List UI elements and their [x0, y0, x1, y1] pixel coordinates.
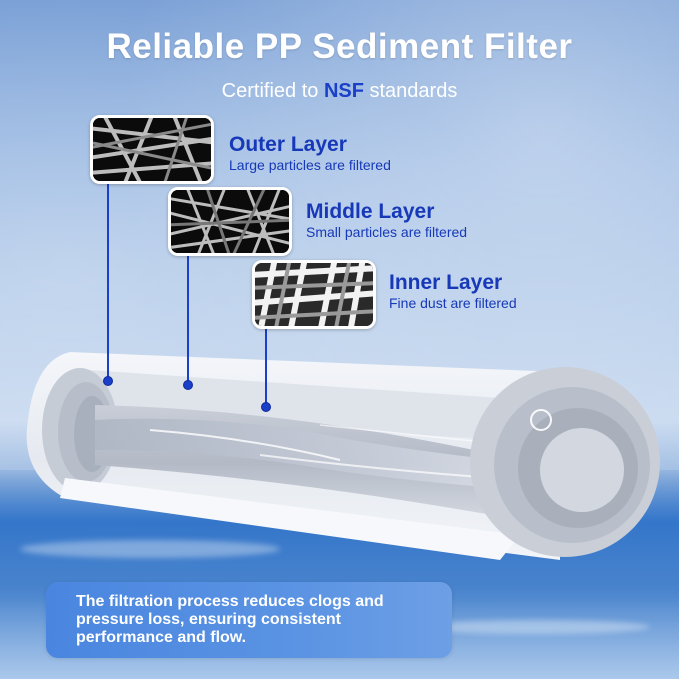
page-subtitle: Certified to NSF standards: [0, 80, 679, 103]
page-title: Reliable PP Sediment Filter: [106, 27, 573, 66]
inner-layer-leader-line: [265, 325, 267, 405]
outer-layer-leader-line: [107, 180, 109, 380]
inner-layer-description: Fine dust are filtered: [389, 295, 517, 311]
middle-layer-fiber-image: [168, 187, 292, 256]
inner-layer-marker-dot: [261, 402, 271, 412]
subtitle-suffix: standards: [363, 80, 458, 102]
outer-layer-title: Outer Layer: [229, 133, 347, 156]
info-callout-box: The filtration process reduces clogs and…: [46, 582, 452, 658]
outer-layer-marker-dot: [103, 376, 113, 386]
middle-layer-title: Middle Layer: [306, 200, 435, 223]
inner-layer-title: Inner Layer: [389, 271, 503, 294]
outer-layer-description: Large particles are filtered: [229, 157, 391, 173]
filter-cartridge-image: [26, 352, 660, 560]
middle-layer-description: Small particles are filtered: [306, 224, 468, 240]
middle-layer-marker-dot: [183, 380, 193, 390]
middle-layer-leader-line: [187, 252, 189, 382]
info-callout-text: The filtration process reduces clogs and…: [76, 593, 384, 646]
nsf-badge-text: NSF: [323, 80, 364, 102]
subtitle-prefix: Certified to: [221, 80, 324, 102]
outer-layer-fiber-image: [90, 115, 214, 184]
inner-layer-fiber-image: [252, 260, 376, 329]
